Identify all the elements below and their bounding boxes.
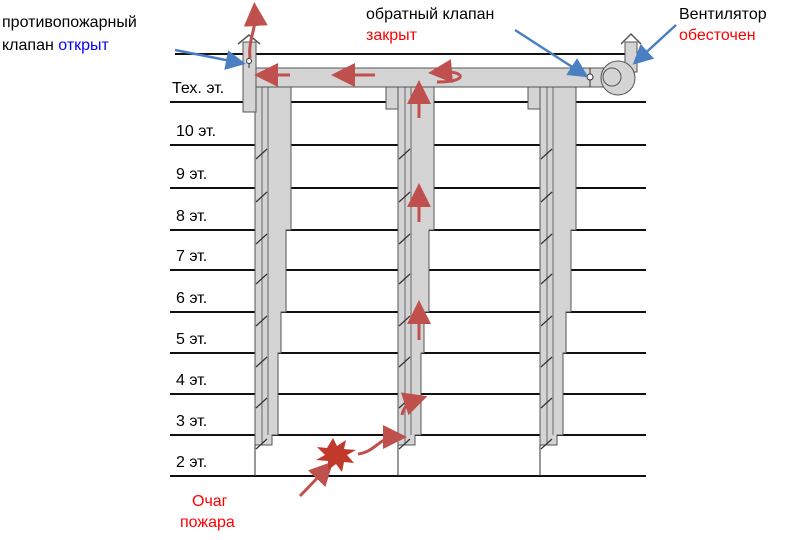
floor-label: 5 эт.	[176, 331, 207, 348]
fire-damper-label: противопожарный	[2, 14, 137, 31]
floor-damper-icon	[540, 148, 553, 160]
riser-stub	[385, 86, 399, 110]
smoke-shaft	[254, 86, 292, 446]
fire-damper-label-2: клапан	[2, 37, 58, 54]
floor-label: 6 эт.	[176, 290, 207, 307]
check-valve-label: обратный клапан	[366, 6, 494, 23]
floor-damper-icon	[255, 191, 268, 203]
floor-damper-icon	[540, 191, 553, 203]
floor-damper-icon	[540, 356, 553, 368]
floor-damper-icon	[540, 315, 553, 327]
floor-label: 9 эт.	[176, 166, 207, 183]
fire-damper-state-line: клапан открыт	[2, 37, 110, 54]
fan-label: Вентилятор	[679, 6, 767, 23]
floor-label: 4 эт.	[176, 372, 207, 389]
shafts	[242, 86, 577, 476]
fire-source-label: Очаг	[192, 493, 228, 510]
floor-damper-icon	[255, 438, 268, 450]
floor-damper-icon	[398, 356, 411, 368]
floor-label: 3 эт.	[176, 413, 207, 430]
flow-arrow	[243, 2, 268, 59]
horizontal-duct	[242, 67, 614, 88]
flow-arrow	[400, 392, 428, 416]
floor-damper-icon	[540, 273, 553, 285]
floor-damper-icon	[398, 273, 411, 285]
floor-damper-icon	[540, 233, 553, 245]
flow-arrow	[357, 425, 407, 456]
floor-damper-icon	[255, 397, 268, 409]
check-valve-state: закрыт	[366, 27, 418, 44]
riser-stub	[527, 86, 541, 110]
floor-label: 7 эт.	[176, 248, 207, 265]
flow-arrow	[298, 461, 334, 498]
floor-damper-icon	[255, 315, 268, 327]
pointer-arrow	[632, 24, 677, 65]
check-valve-icon	[586, 68, 594, 87]
smoke-flow-arrows	[243, 2, 462, 498]
smoke-shaft	[397, 86, 435, 446]
smoke-shaft	[539, 86, 577, 446]
flow-arrow	[428, 59, 462, 84]
floor-label: 10 эт.	[176, 123, 216, 140]
floor-damper-icon	[398, 148, 411, 160]
floor-damper-icon	[255, 273, 268, 285]
floor-label: 2 эт.	[176, 454, 207, 471]
exhaust-cap-icon	[237, 34, 261, 45]
floor-damper-icon	[255, 356, 268, 368]
pointer-arrow	[514, 28, 589, 78]
fire-source-icon	[316, 438, 356, 472]
fan-state: обесточен	[679, 27, 756, 44]
floor-damper-icon	[255, 148, 268, 160]
floor-damper-icon	[540, 397, 553, 409]
fire-damper-state: открыт	[58, 37, 109, 54]
floor-damper-icon	[255, 233, 268, 245]
floor-damper-icon	[540, 438, 553, 450]
floor-label: 8 эт.	[176, 208, 207, 225]
shaft-column	[527, 86, 577, 476]
floor-labels: Тех. эт. 10 эт. 9 эт. 8 эт. 7 эт. 6 эт. 5 эт. 4…	[172, 80, 224, 471]
pointer-arrow	[174, 48, 246, 70]
floor-damper-icon	[398, 233, 411, 245]
fan-icon	[600, 32, 642, 96]
floor-label: Тех. эт.	[172, 80, 224, 97]
fire-source-label-2: пожара	[180, 514, 235, 531]
